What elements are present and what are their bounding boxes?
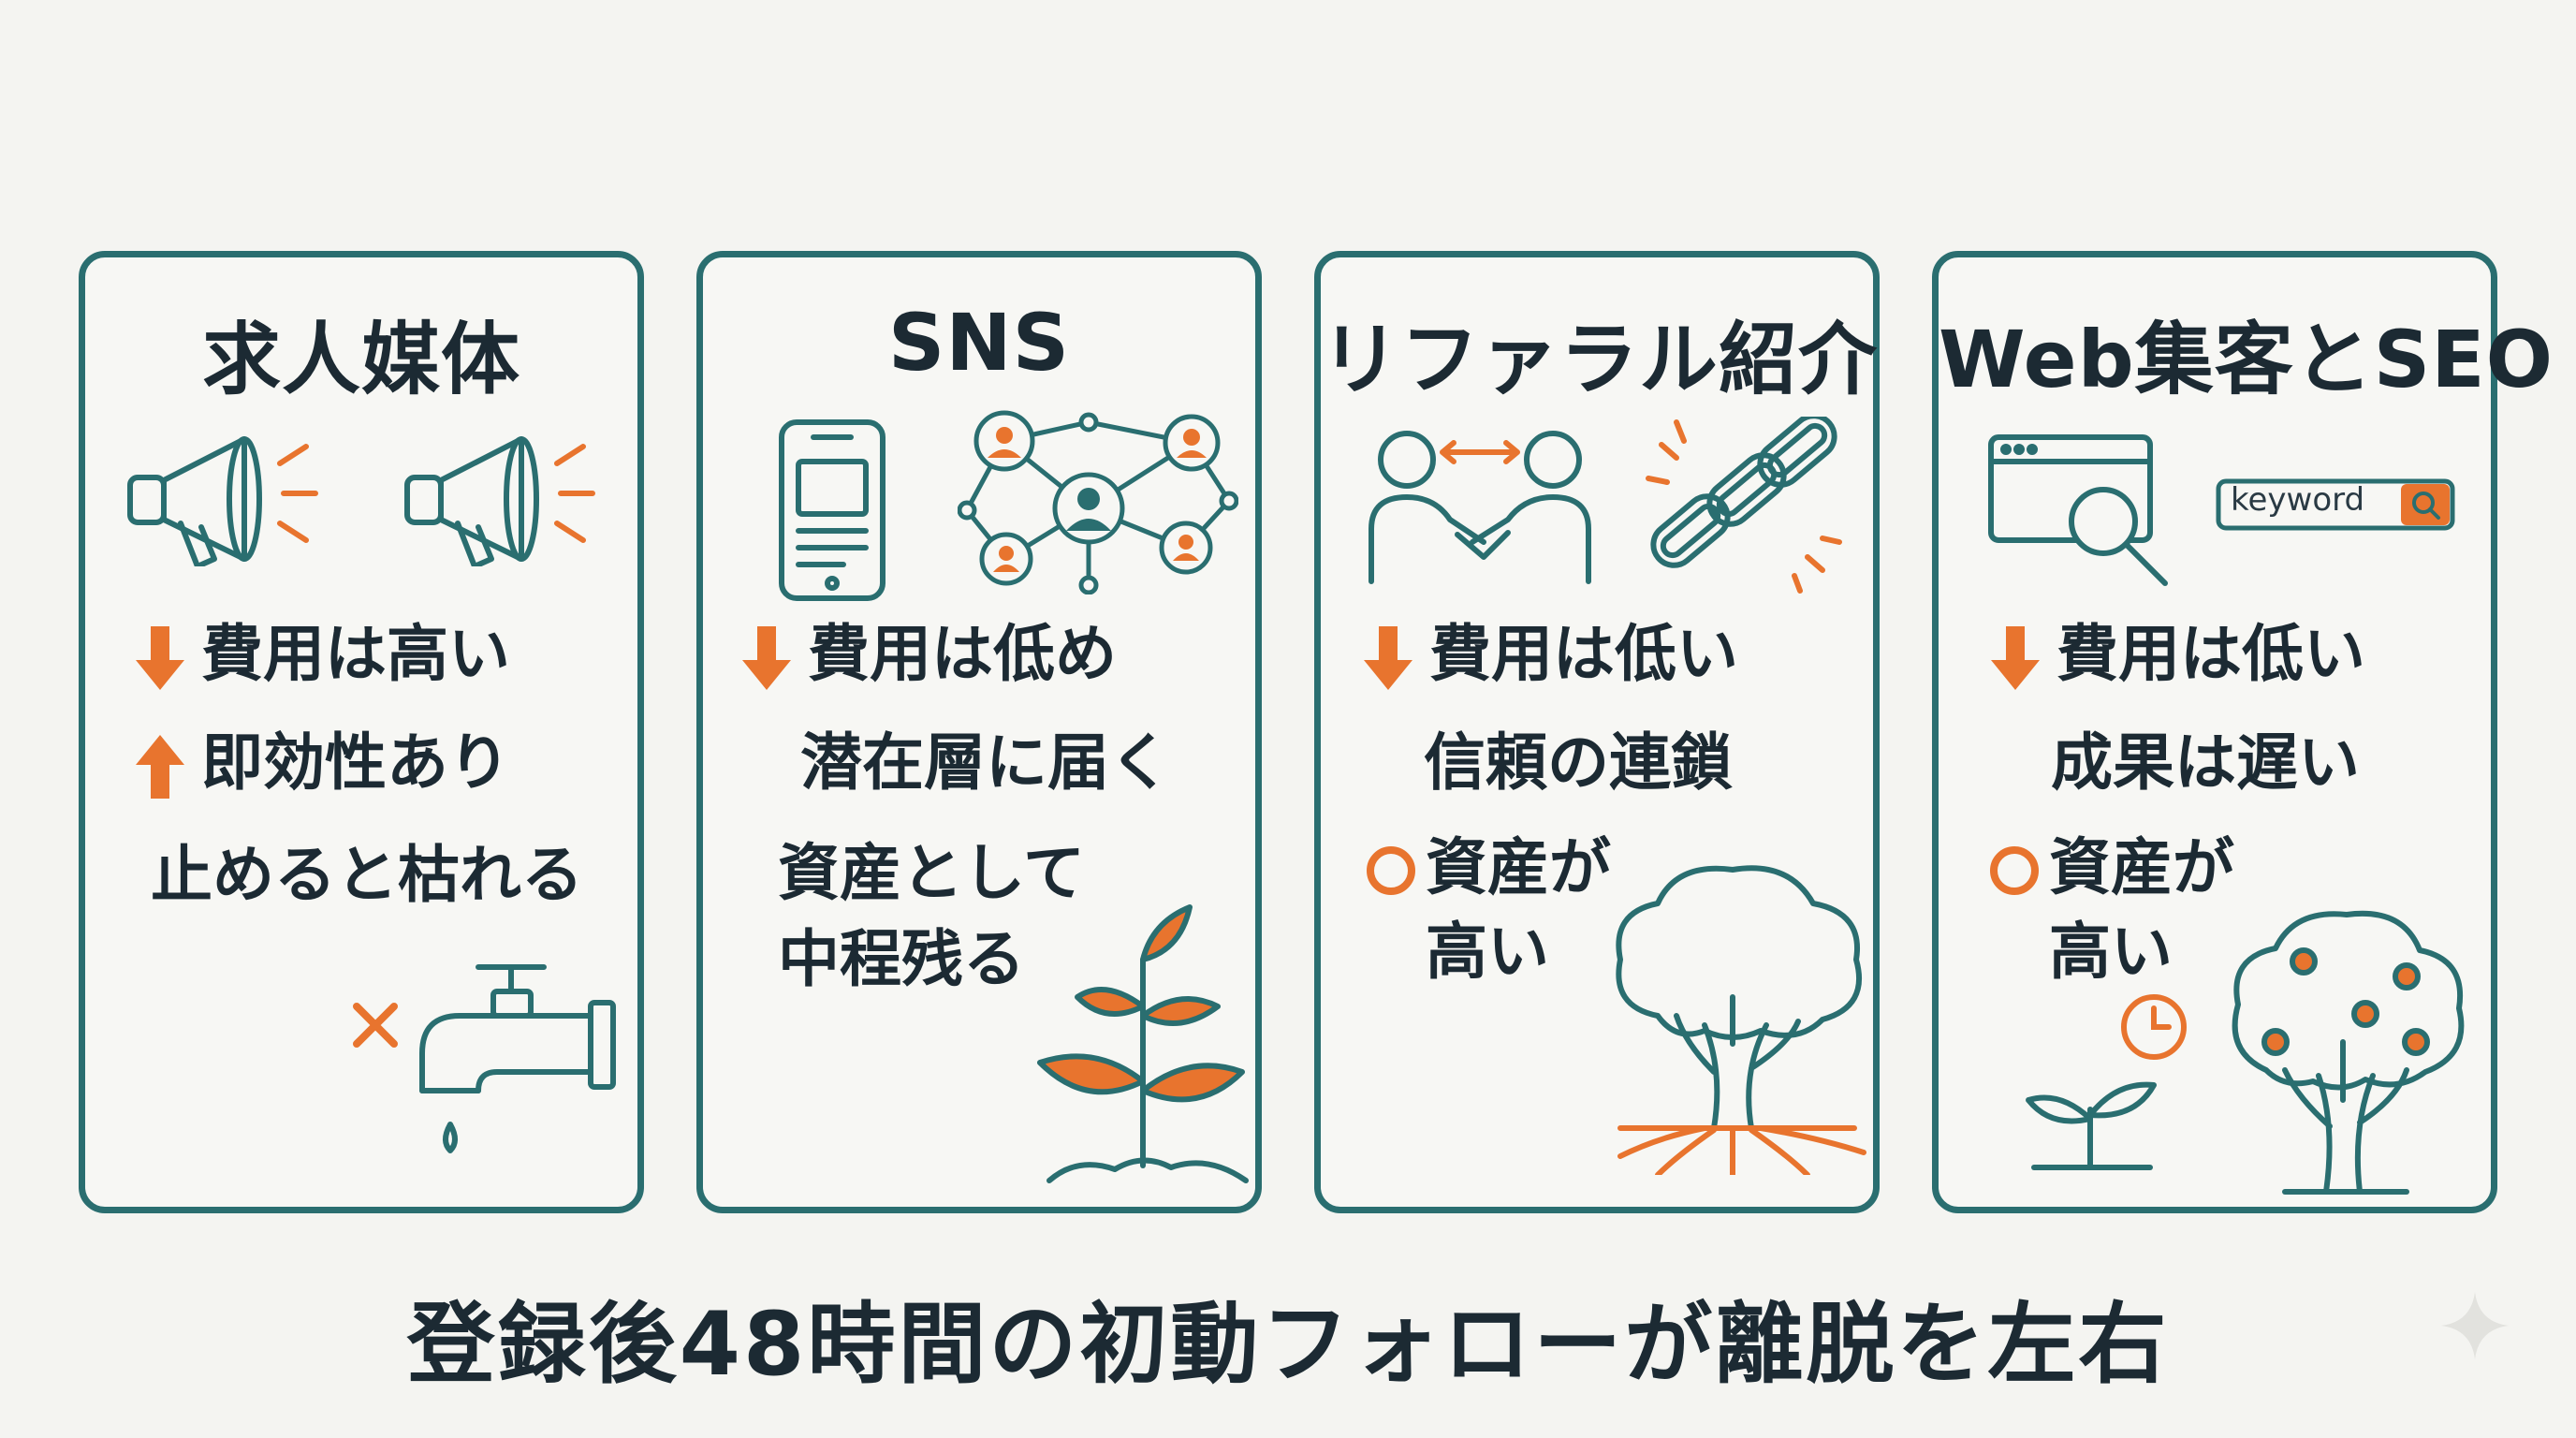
smartphone-icon	[776, 417, 888, 604]
trust-text: 信頼の連鎖	[1424, 726, 1733, 799]
megaphone-icon	[400, 426, 606, 566]
card-referral: リファラル紹介 費用は低い 信頼の連鎖 資産が 高い	[1314, 251, 1880, 1213]
arrow-down-icon	[1362, 623, 1414, 694]
tree-icon	[1602, 857, 1873, 1175]
results-text: 成果は遅い	[2051, 726, 2360, 799]
chain-link-icon	[1639, 417, 1845, 594]
arrow-down-icon	[1989, 623, 2042, 694]
cost-text: 費用は低い	[2056, 618, 2365, 690]
arrow-up-icon	[134, 731, 186, 802]
clock-icon	[2116, 990, 2191, 1064]
asset-level-text: 高い	[1426, 916, 1549, 988]
search-bar	[2216, 478, 2455, 531]
card-title: リファラル紹介	[1321, 314, 1879, 405]
card-title: SNS	[887, 297, 1071, 389]
reach-text: 潜在層に届く	[800, 726, 1171, 799]
card-web-seo: Web集客とSEO keyword 費用は低い 成果は遅い 資産が 高い	[1932, 251, 2554, 1213]
sparkle-icon	[2437, 1288, 2512, 1367]
speed-text: 即効性あり	[201, 726, 510, 799]
arrow-down-icon	[134, 623, 186, 694]
asset-level-text: 中程残る	[778, 923, 1025, 995]
card-title: Web集客とSEO	[1939, 314, 2554, 405]
asset-text: 資産として	[778, 837, 1086, 909]
asset-text: 資産が	[1426, 831, 1611, 903]
arrow-down-icon	[740, 623, 793, 694]
handshake-icon	[1368, 426, 1592, 585]
cost-text: 費用は低い	[1429, 618, 1738, 690]
search-keyword: keyword	[2231, 481, 2365, 519]
browser-search-icon	[1985, 432, 2191, 591]
network-icon	[958, 407, 1238, 594]
card-job-media: 求人媒体 費用は高い 即効性あり 止めると枯れる	[79, 251, 644, 1213]
cost-text: 費用は低め	[808, 618, 1117, 690]
sprout-icon	[1021, 903, 1255, 1184]
asset-level-text: 高い	[2049, 916, 2173, 988]
circle-icon	[1364, 844, 1418, 898]
megaphone-icon	[123, 426, 329, 566]
fruit-tree-icon	[2219, 902, 2472, 1201]
asset-text: 資産が	[2049, 831, 2234, 903]
footer-message: 登録後48時間の初動フォローが離脱を左右	[406, 1294, 2170, 1396]
cost-text: 費用は高い	[201, 618, 510, 690]
card-title: 求人媒体	[201, 314, 520, 405]
circle-icon	[1987, 844, 2042, 898]
faucet-icon	[403, 950, 628, 1175]
seedling-icon	[2023, 1063, 2163, 1184]
cross-icon	[347, 997, 403, 1053]
card-sns: SNS	[696, 251, 1262, 1213]
stop-text: 止めると枯れる	[151, 839, 583, 911]
